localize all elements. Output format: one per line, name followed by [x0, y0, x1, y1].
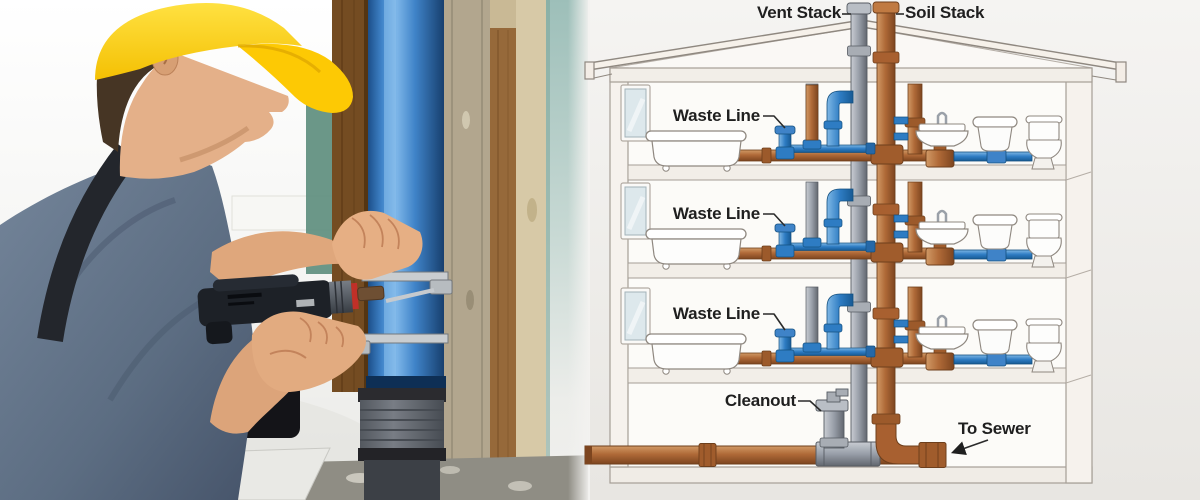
to-sewer-label: To Sewer: [958, 419, 1031, 438]
waste-line-label-floor-1: Waste Line: [672, 106, 760, 125]
label-leader-lines: [763, 13, 989, 456]
soil-stack-pipe: [872, 1, 900, 442]
rubber-coupling: [358, 388, 446, 500]
pipe-clamp-upper: [361, 271, 453, 303]
photo-plumber-installing-pipe: [0, 0, 600, 500]
shoulder-strap: [37, 143, 139, 342]
waste-line-label-floor-3: Waste Line: [672, 304, 760, 323]
blue-pipe: [349, 0, 453, 500]
plumber-figure: [0, 3, 423, 500]
upper-arm: [210, 231, 354, 292]
soil-stack-label: Soil Stack: [905, 3, 985, 22]
waste-line-label-floor-2: Waste Line: [672, 204, 760, 223]
face: [119, 54, 289, 179]
vent-stack-label: Vent Stack: [757, 3, 841, 22]
cleanout-label: Cleanout: [724, 391, 796, 410]
cleanout-fitting: [815, 388, 881, 467]
yellow-cap: [95, 3, 353, 113]
drill-red-ring: [351, 282, 359, 310]
hand-on-pipe: [332, 210, 423, 280]
drill-bit-socket: [357, 285, 385, 302]
vent-stack-pipe: [846, 2, 872, 447]
hand-on-drill: [210, 311, 366, 434]
soil-stack-elbow: [875, 419, 920, 465]
